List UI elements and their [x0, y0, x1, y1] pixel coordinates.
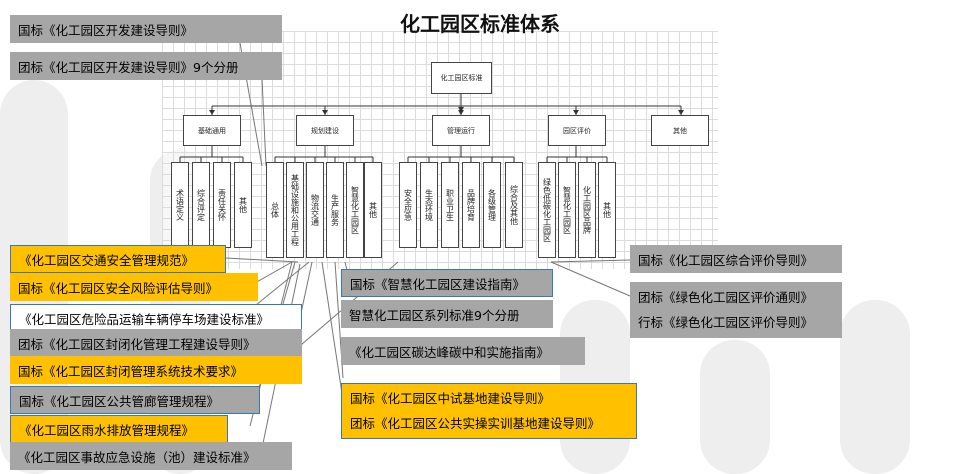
category-node-operation: 管理运行	[432, 115, 490, 146]
leaf-node: 物流交通	[306, 162, 324, 258]
label-standard: 国标《化工园区安全风险评估导则》	[10, 273, 258, 301]
category-node-basic: 基础通用	[183, 115, 241, 146]
leaf-node: 责任关怀	[213, 162, 231, 248]
leaf-node: 绿色低碳化工园区	[538, 162, 556, 258]
label-standard-group: 团标《绿色化工园区评价通则》 行标《绿色化工园区评价导则》	[630, 282, 842, 338]
label-standard: 团标《化工园区封闭化管理工程建设导则》	[10, 329, 302, 357]
leaf-node: 各级管理	[483, 162, 501, 248]
page-title: 化工园区标准体系	[400, 12, 560, 36]
label-standard-group: 国标《化工园区中试基地建设导则》 团标《化工园区公共实操实训基地建设导则》	[341, 383, 637, 439]
label-standard: 《化工园区危险品运输车辆停车场建设标准》	[10, 304, 302, 332]
label-standard: 行标《绿色化工园区评价导则》	[638, 315, 814, 330]
label-standard: 团标《化工园区公共实操实训基地建设导则》	[350, 416, 601, 431]
label-standard: 《化工园区碳达峰碳中和实施指南》	[341, 337, 585, 365]
label-standard: 国标《化工园区封闭管理系统技术要求》	[10, 356, 302, 384]
leaf-node: 综合评定	[192, 162, 210, 248]
category-node-other: 其他	[651, 115, 709, 146]
label-standard: 国标《化工园区综合评价导则》	[630, 245, 842, 273]
leaf-node: 基础设施和公用工程	[286, 162, 304, 258]
label-standard: 国标《智慧化工园区建设指南》	[341, 269, 553, 297]
root-node: 化工园区标准	[431, 62, 492, 94]
label-standard: 《化工园区雨水排放管理规程》	[10, 415, 228, 443]
leaf-node: 职业卫生	[441, 162, 459, 248]
label-standard: 团标《绿色化工园区评价通则》	[638, 290, 814, 305]
label-standard: 国标《化工园区开发建设导则》	[10, 15, 282, 43]
category-node-planning: 规划建设	[296, 115, 354, 146]
leaf-node: 生态环境	[420, 162, 438, 248]
leaf-node: 品牌培育	[462, 162, 480, 248]
watermark-shape	[700, 340, 770, 474]
label-standard: 智慧化工园区系列标准9个分册	[341, 300, 553, 328]
leaf-node: 术语定义	[171, 162, 189, 248]
leaf-node: 总体	[266, 162, 284, 258]
leaf-node: 综合及其他	[505, 162, 523, 248]
label-standard: 国标《化工园区公共管廊管理规程》	[10, 386, 260, 414]
leaf-node: 化工园区品牌	[578, 162, 596, 258]
leaf-node: 智慧化工园区	[558, 162, 576, 258]
leaf-node: 智慧化工园区	[346, 162, 364, 258]
label-standard: 《化工园区事故应急设施（池）建设标准》	[10, 442, 292, 470]
label-standard: 《化工园区交通安全管理规范》	[10, 245, 226, 273]
label-standard: 团标《化工园区开发建设导则》9个分册	[10, 52, 282, 80]
leaf-node: 其他	[234, 162, 252, 248]
leaf-node: 其他	[598, 162, 616, 258]
leaf-node: 生产服务	[326, 162, 344, 258]
leaf-node: 安全应急	[399, 162, 417, 248]
watermark-shape	[840, 300, 910, 474]
category-node-evaluation: 园区评价	[548, 115, 606, 146]
leaf-node: 其他	[364, 162, 382, 258]
label-standard: 国标《化工园区中试基地建设导则》	[350, 391, 551, 406]
